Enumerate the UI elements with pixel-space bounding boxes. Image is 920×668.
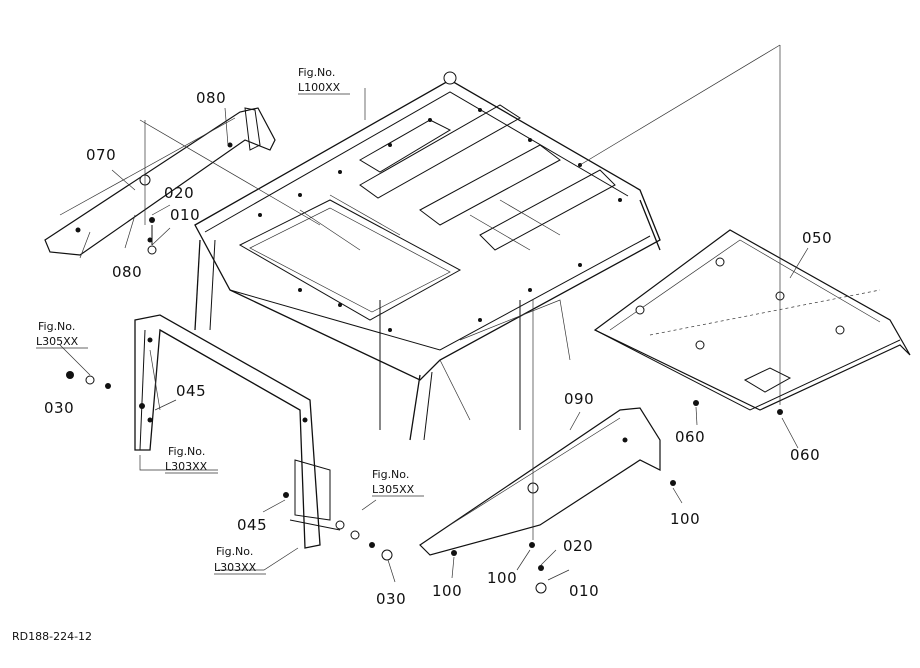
ref-l303a-num: L303XX <box>165 460 208 473</box>
label-100-mid: 100 <box>487 569 517 587</box>
label-030-bottom: 030 <box>376 590 406 608</box>
label-090: 090 <box>564 390 594 408</box>
label-020-top: 020 <box>164 184 194 202</box>
label-045-left: 045 <box>176 382 206 400</box>
ref-l305b-num: L305XX <box>372 483 415 496</box>
figure-references: Fig.No. L100XX Fig.No. L305XX Fig.No. L3… <box>36 66 424 575</box>
ref-l305b-fig: Fig.No. <box>372 468 409 481</box>
label-030-left: 030 <box>44 399 74 417</box>
label-070: 070 <box>86 146 116 164</box>
label-080-top: 080 <box>196 89 226 107</box>
part-labels: 080 070 020 010 080 050 030 045 090 060 … <box>44 89 832 608</box>
label-010-top: 010 <box>170 206 200 224</box>
cabin-frame <box>194 71 661 441</box>
ref-l303a-fig: Fig.No. <box>168 445 205 458</box>
drawing-code: RD188-224-12 <box>12 630 92 643</box>
part-090-right-trim <box>419 300 661 556</box>
label-100-left: 100 <box>432 582 462 600</box>
fasteners <box>66 217 783 594</box>
label-050: 050 <box>802 229 832 247</box>
ref-l303b-fig: Fig.No. <box>216 545 253 558</box>
label-060-left: 060 <box>675 428 705 446</box>
label-060-right: 060 <box>790 446 820 464</box>
label-100-right: 100 <box>670 510 700 528</box>
ref-l100-num: L100XX <box>298 81 341 94</box>
ref-l100-fig: Fig.No. <box>298 66 335 79</box>
ref-l303b-num: L303XX <box>214 561 257 574</box>
part-070-left-trim <box>44 107 276 256</box>
ref-l305a-fig: Fig.No. <box>38 320 75 333</box>
ref-l305a-num: L305XX <box>36 335 79 348</box>
label-045-bottom: 045 <box>237 516 267 534</box>
leader-lines <box>59 44 809 583</box>
rear-frame-assembly <box>134 314 341 549</box>
label-010-bottom: 010 <box>569 582 599 600</box>
label-080-bottom: 080 <box>112 263 142 281</box>
label-020-bottom: 020 <box>563 537 593 555</box>
part-050-roof-panel <box>593 229 911 411</box>
